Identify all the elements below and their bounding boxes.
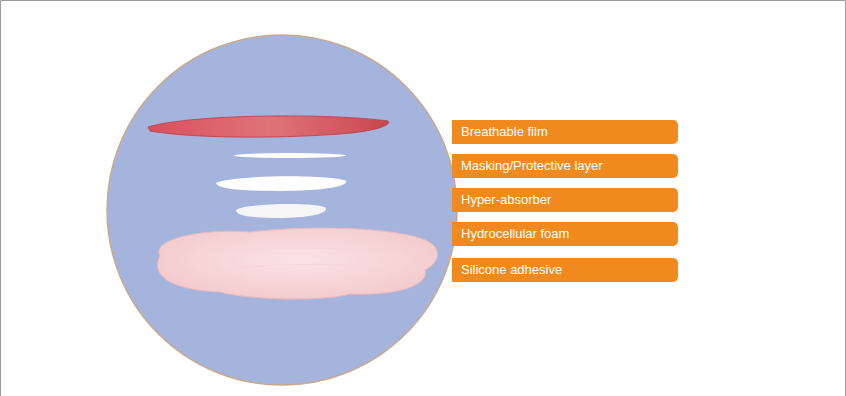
layer-label: Breathable film <box>461 124 670 140</box>
layer-label: Silicone adhesive <box>461 262 670 278</box>
layer-label: Masking/Protective layer <box>461 158 670 174</box>
layer-label: Hydrocellular foam <box>461 226 670 242</box>
magnifier-circle <box>107 35 457 385</box>
hydrocellular-foam-layer <box>236 204 326 218</box>
breathable-film-layer <box>148 116 389 137</box>
layer-label: Hyper-absorber <box>461 192 670 208</box>
layer-label-box: Hyper-absorber <box>452 188 678 212</box>
layer-label-box: Breathable film <box>452 120 678 144</box>
layer-label-box: Hydrocellular foam <box>452 222 678 246</box>
silicone-adhesive-layer <box>158 228 438 299</box>
layer-label-box: Silicone adhesive <box>452 258 678 282</box>
adhesive-shading <box>190 248 400 274</box>
masking-layer <box>234 153 346 158</box>
layer-label-box: Masking/Protective layer <box>452 154 678 178</box>
hyper-absorber-layer <box>216 176 346 191</box>
